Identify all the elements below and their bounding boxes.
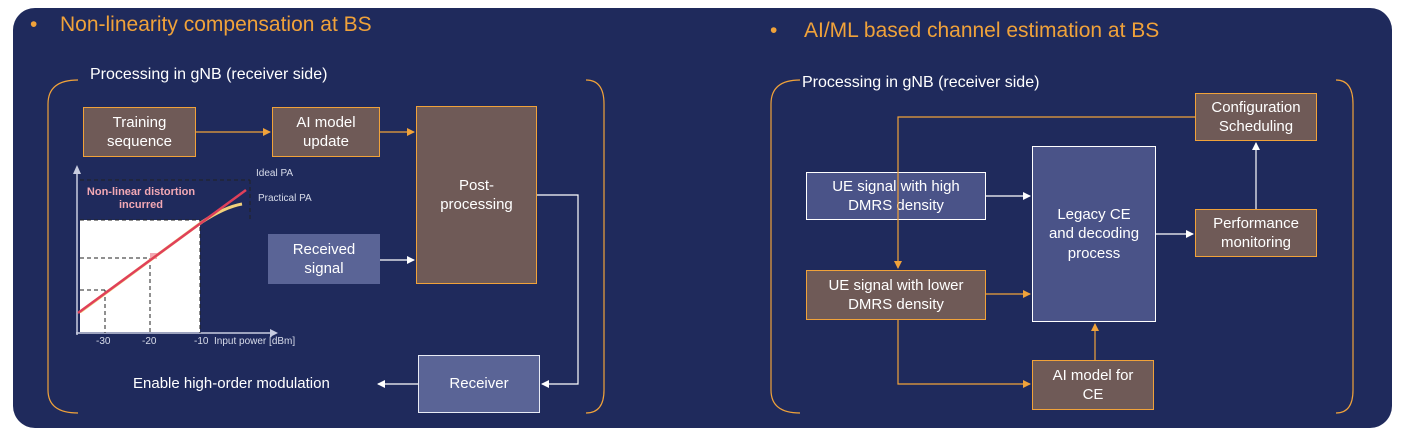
post-processing-box: Post- processing (416, 106, 537, 284)
left-subtitle: Processing in gNB (receiver side) (90, 66, 328, 83)
pa-plot: Non-linear distortion incurred Ideal PA … (60, 160, 350, 350)
distortion-label: Non-linear distortion incurred (86, 186, 196, 212)
x-tick-1: -30 (96, 336, 111, 347)
enable-modulation-text: Enable high-order modulation (133, 375, 330, 392)
x-axis-label: Input power [dBm] (214, 336, 296, 347)
left-title-text: Non-linearity compensation at BS (60, 13, 372, 36)
arrow-config-to-ue-low (894, 116, 1195, 269)
brackets (47, 79, 1354, 414)
practical-pa-label: Practical PA (258, 193, 312, 204)
guide-lines (80, 179, 251, 333)
right-subtitle: Processing in gNB (receiver side) (802, 74, 1040, 91)
slide-panel (13, 8, 1392, 428)
x-axis-arrow (270, 329, 278, 337)
ai-model-update-box: AI model update (272, 107, 380, 157)
configuration-scheduling-box: Configuration Scheduling (1195, 93, 1317, 141)
legacy-ce-box: Legacy CE and decoding process (1032, 146, 1156, 322)
right-title-text: AI/ML based channel estimation at BS (804, 19, 1160, 42)
ideal-pa-line (77, 188, 247, 315)
ideal-pa-label: Ideal PA (256, 168, 294, 179)
ai-model-ce-box: AI model for CE (1032, 360, 1154, 410)
receiver-box: Receiver (418, 355, 540, 413)
training-sequence-box: Training sequence (83, 107, 196, 157)
left-title: •Non-linearity compensation at BS (30, 13, 372, 36)
arrow-post-to-receiver (537, 194, 579, 388)
performance-monitoring-box: Performance monitoring (1195, 209, 1317, 257)
pa-plot-svg (73, 165, 278, 337)
arrow-ue-low-to-ai-ce (897, 320, 1031, 388)
received-signal-box: Received signal (268, 234, 380, 284)
ue-signal-lower-box: UE signal with lower DMRS density (806, 270, 986, 320)
right-title: •AI/ML based channel estimation at BS (770, 19, 1160, 42)
ue-signal-high-box: UE signal with high DMRS density (806, 172, 986, 220)
x-tick-3: -10 (194, 336, 209, 347)
x-tick-2: -20 (142, 336, 157, 347)
y-axis-arrow (73, 165, 81, 174)
